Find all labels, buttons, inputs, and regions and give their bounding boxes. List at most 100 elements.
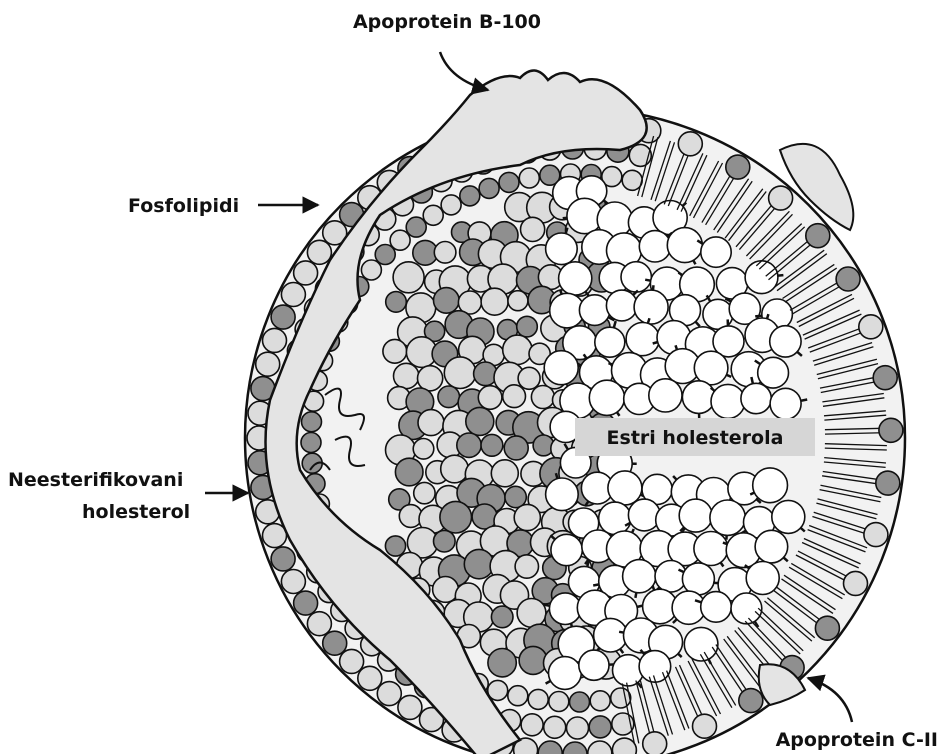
ester-sphere xyxy=(710,500,745,535)
cholesterol-sphere xyxy=(472,504,497,529)
phospholipid-head xyxy=(294,591,318,615)
phospholipid-head xyxy=(281,283,305,307)
ester-sphere xyxy=(579,295,610,326)
phospholipid-head xyxy=(358,666,382,690)
phospholipid-head xyxy=(844,571,868,595)
phospholipid-head xyxy=(294,261,318,285)
cholesterol-sphere xyxy=(441,455,469,483)
cholesterol-sphere xyxy=(521,217,545,241)
cholesterol-sphere xyxy=(414,482,435,503)
ester-sphere xyxy=(639,231,670,262)
phospholipid-head xyxy=(521,714,543,736)
cholesterol-sphere xyxy=(503,385,526,408)
phospholipid-head xyxy=(678,132,702,156)
ester-sphere xyxy=(544,351,578,385)
cholesterol-sphere xyxy=(488,649,516,677)
ester-sphere xyxy=(549,593,581,625)
ester-sphere xyxy=(701,237,731,267)
cholesterol-sphere xyxy=(478,386,502,410)
cholesterol-sphere xyxy=(394,363,419,388)
phospholipid-head xyxy=(479,178,499,198)
phospholipid-head xyxy=(590,691,610,711)
phospholipid-head xyxy=(281,570,305,594)
phospholipid-head xyxy=(643,732,667,754)
apoc-arrow xyxy=(808,678,852,722)
phospholipid-head xyxy=(726,155,750,179)
phospholipid-head xyxy=(549,692,569,712)
ester-sphere xyxy=(599,502,631,534)
cholesterol-sphere xyxy=(518,367,540,389)
cholesterol-sphere xyxy=(395,458,423,486)
cholesterol-sphere xyxy=(440,501,472,533)
phospho-label: Fosfolipidi xyxy=(128,195,239,217)
cholesterol-sphere xyxy=(444,357,476,389)
phospholipid-head xyxy=(806,224,830,248)
cholesterol-label-line1: Neesterifikovani xyxy=(8,469,183,491)
cholesterol-sphere xyxy=(418,366,443,391)
phospholipid-head xyxy=(589,716,611,738)
phospholipid-head xyxy=(859,315,883,339)
cholesterol-sphere xyxy=(457,433,481,457)
ester-sphere xyxy=(694,351,728,385)
phospholipid-head xyxy=(301,433,321,453)
cholesterol-sphere xyxy=(434,288,460,314)
cholesterol-sphere xyxy=(434,530,456,552)
ester-sphere xyxy=(770,326,801,357)
ester-sphere xyxy=(594,618,628,652)
phospholipid-head xyxy=(864,523,888,547)
ester-sphere xyxy=(711,384,745,418)
ester-sphere xyxy=(682,563,714,595)
phospholipid-head xyxy=(567,717,589,739)
cholesterol-sphere xyxy=(508,291,528,311)
phospholipid-head xyxy=(271,305,295,329)
cholesterol-sphere xyxy=(385,536,405,556)
phospholipid-head xyxy=(390,230,410,250)
ester-sphere xyxy=(621,262,651,292)
ester-sphere xyxy=(745,261,778,294)
cholesterol-sphere xyxy=(413,439,434,460)
ester-sphere xyxy=(551,534,582,565)
cholesterol-sphere xyxy=(434,242,456,264)
cholesterol-sphere xyxy=(491,606,513,628)
ester-sphere xyxy=(639,651,671,683)
cholesterol-sphere xyxy=(481,288,508,315)
cholesterol-sphere xyxy=(393,262,424,293)
phospholipid-head xyxy=(398,695,422,719)
cholesterol-sphere xyxy=(531,386,554,409)
apob-arrow xyxy=(440,52,488,90)
ester-sphere xyxy=(746,562,779,595)
apob-label: Apoprotein B-100 xyxy=(353,11,541,33)
ester-sphere xyxy=(606,290,637,321)
cholesterol-sphere xyxy=(481,434,503,456)
cholesterol-sphere xyxy=(438,386,460,408)
ester-sphere xyxy=(623,560,656,593)
ester-sphere xyxy=(682,381,715,414)
phospholipid-head xyxy=(876,471,900,495)
cholesterol-sphere xyxy=(466,407,494,435)
ester-sphere xyxy=(755,530,788,563)
ester-sphere xyxy=(667,228,702,263)
cholesterol-sphere xyxy=(514,504,540,530)
ester-sphere xyxy=(628,499,660,531)
ester-sphere xyxy=(731,593,762,624)
phospholipid-head xyxy=(307,240,331,264)
ester-sphere xyxy=(758,357,789,388)
ester-sphere xyxy=(694,532,728,566)
phospholipid-head xyxy=(508,686,528,706)
phospholipid-head xyxy=(815,616,839,640)
ester-sphere xyxy=(549,657,582,690)
cholesterol-sphere xyxy=(383,339,407,363)
phospholipid-head xyxy=(879,418,903,442)
ester-sphere xyxy=(701,592,732,623)
phospholipid-head xyxy=(460,186,480,206)
apoc-label: Apoprotein C-II xyxy=(776,729,938,751)
cholesterol-sphere xyxy=(515,555,538,578)
ester-sphere xyxy=(546,478,579,511)
phospholipid-head xyxy=(377,682,401,706)
ester-sphere xyxy=(649,379,682,412)
phospholipid-head xyxy=(361,260,381,280)
ester-sphere xyxy=(753,468,788,503)
ester-sphere xyxy=(608,471,642,505)
phospholipid-head xyxy=(769,186,793,210)
